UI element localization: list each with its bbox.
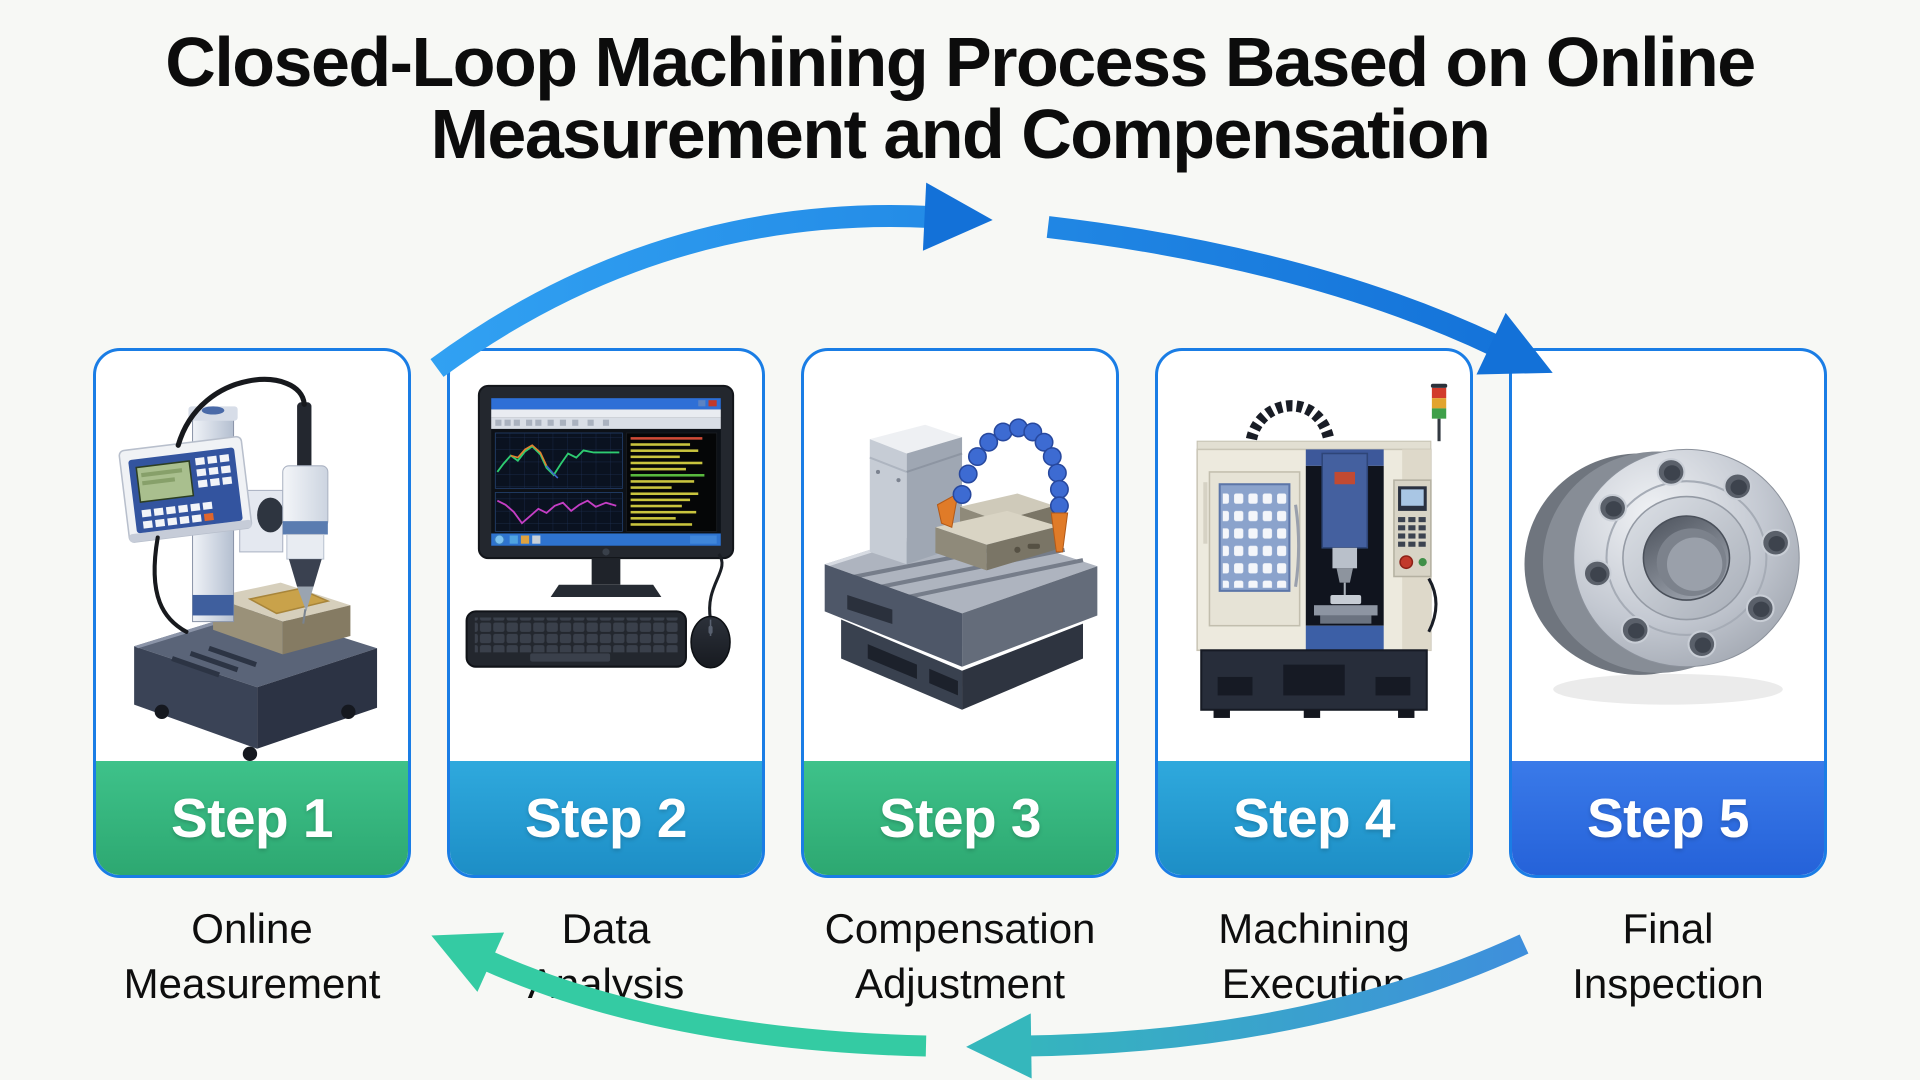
step-caption-4: Machining Execution (1218, 905, 1410, 1007)
control-panel (1393, 479, 1438, 633)
step-card-1: Step 1 (93, 348, 411, 878)
step-badge-label: Step 4 (1232, 787, 1396, 849)
bolt-holes (1582, 458, 1790, 658)
column-block (869, 424, 963, 565)
machine-bed-coolant-hose-icon (824, 418, 1098, 710)
step-card-3: Step 3 (801, 348, 1119, 878)
cable2 (152, 535, 189, 634)
cnc-machine-illustration (1158, 351, 1470, 761)
step-badge-label: Step 5 (1586, 787, 1750, 849)
cable (175, 376, 307, 448)
mouse (690, 553, 731, 669)
step-caption-3: Compensation Adjustment (824, 905, 1096, 1007)
step-badge-label: Step 3 (878, 787, 1042, 849)
step-badge-label: Step 2 (524, 787, 688, 849)
probe-assembly (239, 402, 329, 624)
top-arrow-left-segment (430, 182, 993, 377)
spindle-bay (1305, 449, 1384, 651)
step-badge-1: Step 1 (96, 761, 408, 875)
monitor-stand (591, 558, 621, 585)
flange-body (1524, 448, 1800, 675)
step-card-2: Step 2 (447, 348, 765, 878)
steel-flange-icon (1524, 448, 1800, 705)
stack-light (1430, 383, 1448, 442)
top-arrow-right-segment (1046, 216, 1553, 375)
computer-analysis-icon (465, 384, 735, 669)
step-badge-label: Step 1 (170, 787, 334, 849)
machine-bed-illustration (804, 351, 1116, 761)
captions-row: Online Measurement Data Analysis Compens… (0, 902, 1920, 1011)
page-title-line2: Measurement and Compensation (430, 95, 1491, 174)
step-caption-1: Online Measurement (123, 905, 381, 1007)
steel-flange-illustration (1512, 351, 1824, 761)
height-gauge-measuring-machine-illustration (96, 351, 408, 761)
coolant-hose (936, 418, 1069, 553)
keyboard (465, 610, 687, 668)
machine-base (1200, 649, 1428, 718)
height-gauge-icon (118, 376, 378, 761)
monitor (477, 384, 735, 560)
step-badge-2: Step 2 (450, 761, 762, 875)
monitor-base (550, 584, 662, 597)
page-title-line1: Closed-Loop Machining Process Based on O… (165, 23, 1756, 101)
step-cards-row: Step 1 (0, 348, 1920, 878)
step-card-4: Step 4 (1155, 348, 1473, 878)
step-caption-5: Final Inspection (1572, 905, 1764, 1007)
digital-readout (118, 435, 253, 543)
machine-base (134, 609, 378, 761)
step-badge-5: Step 5 (1512, 761, 1824, 875)
desktop-computer-illustration (450, 351, 762, 761)
page-title: Closed-Loop Machining Process Based on O… (0, 26, 1920, 170)
step-card-5: Step 5 (1509, 348, 1827, 878)
shadow (1553, 673, 1783, 705)
stepped-blocks (935, 493, 1059, 571)
step-badge-4: Step 4 (1158, 761, 1470, 875)
cable-chain (1244, 400, 1334, 450)
cnc-machining-center-icon (1196, 383, 1448, 718)
step-badge-3: Step 3 (804, 761, 1116, 875)
step-caption-2: Data Analysis (527, 905, 685, 1007)
